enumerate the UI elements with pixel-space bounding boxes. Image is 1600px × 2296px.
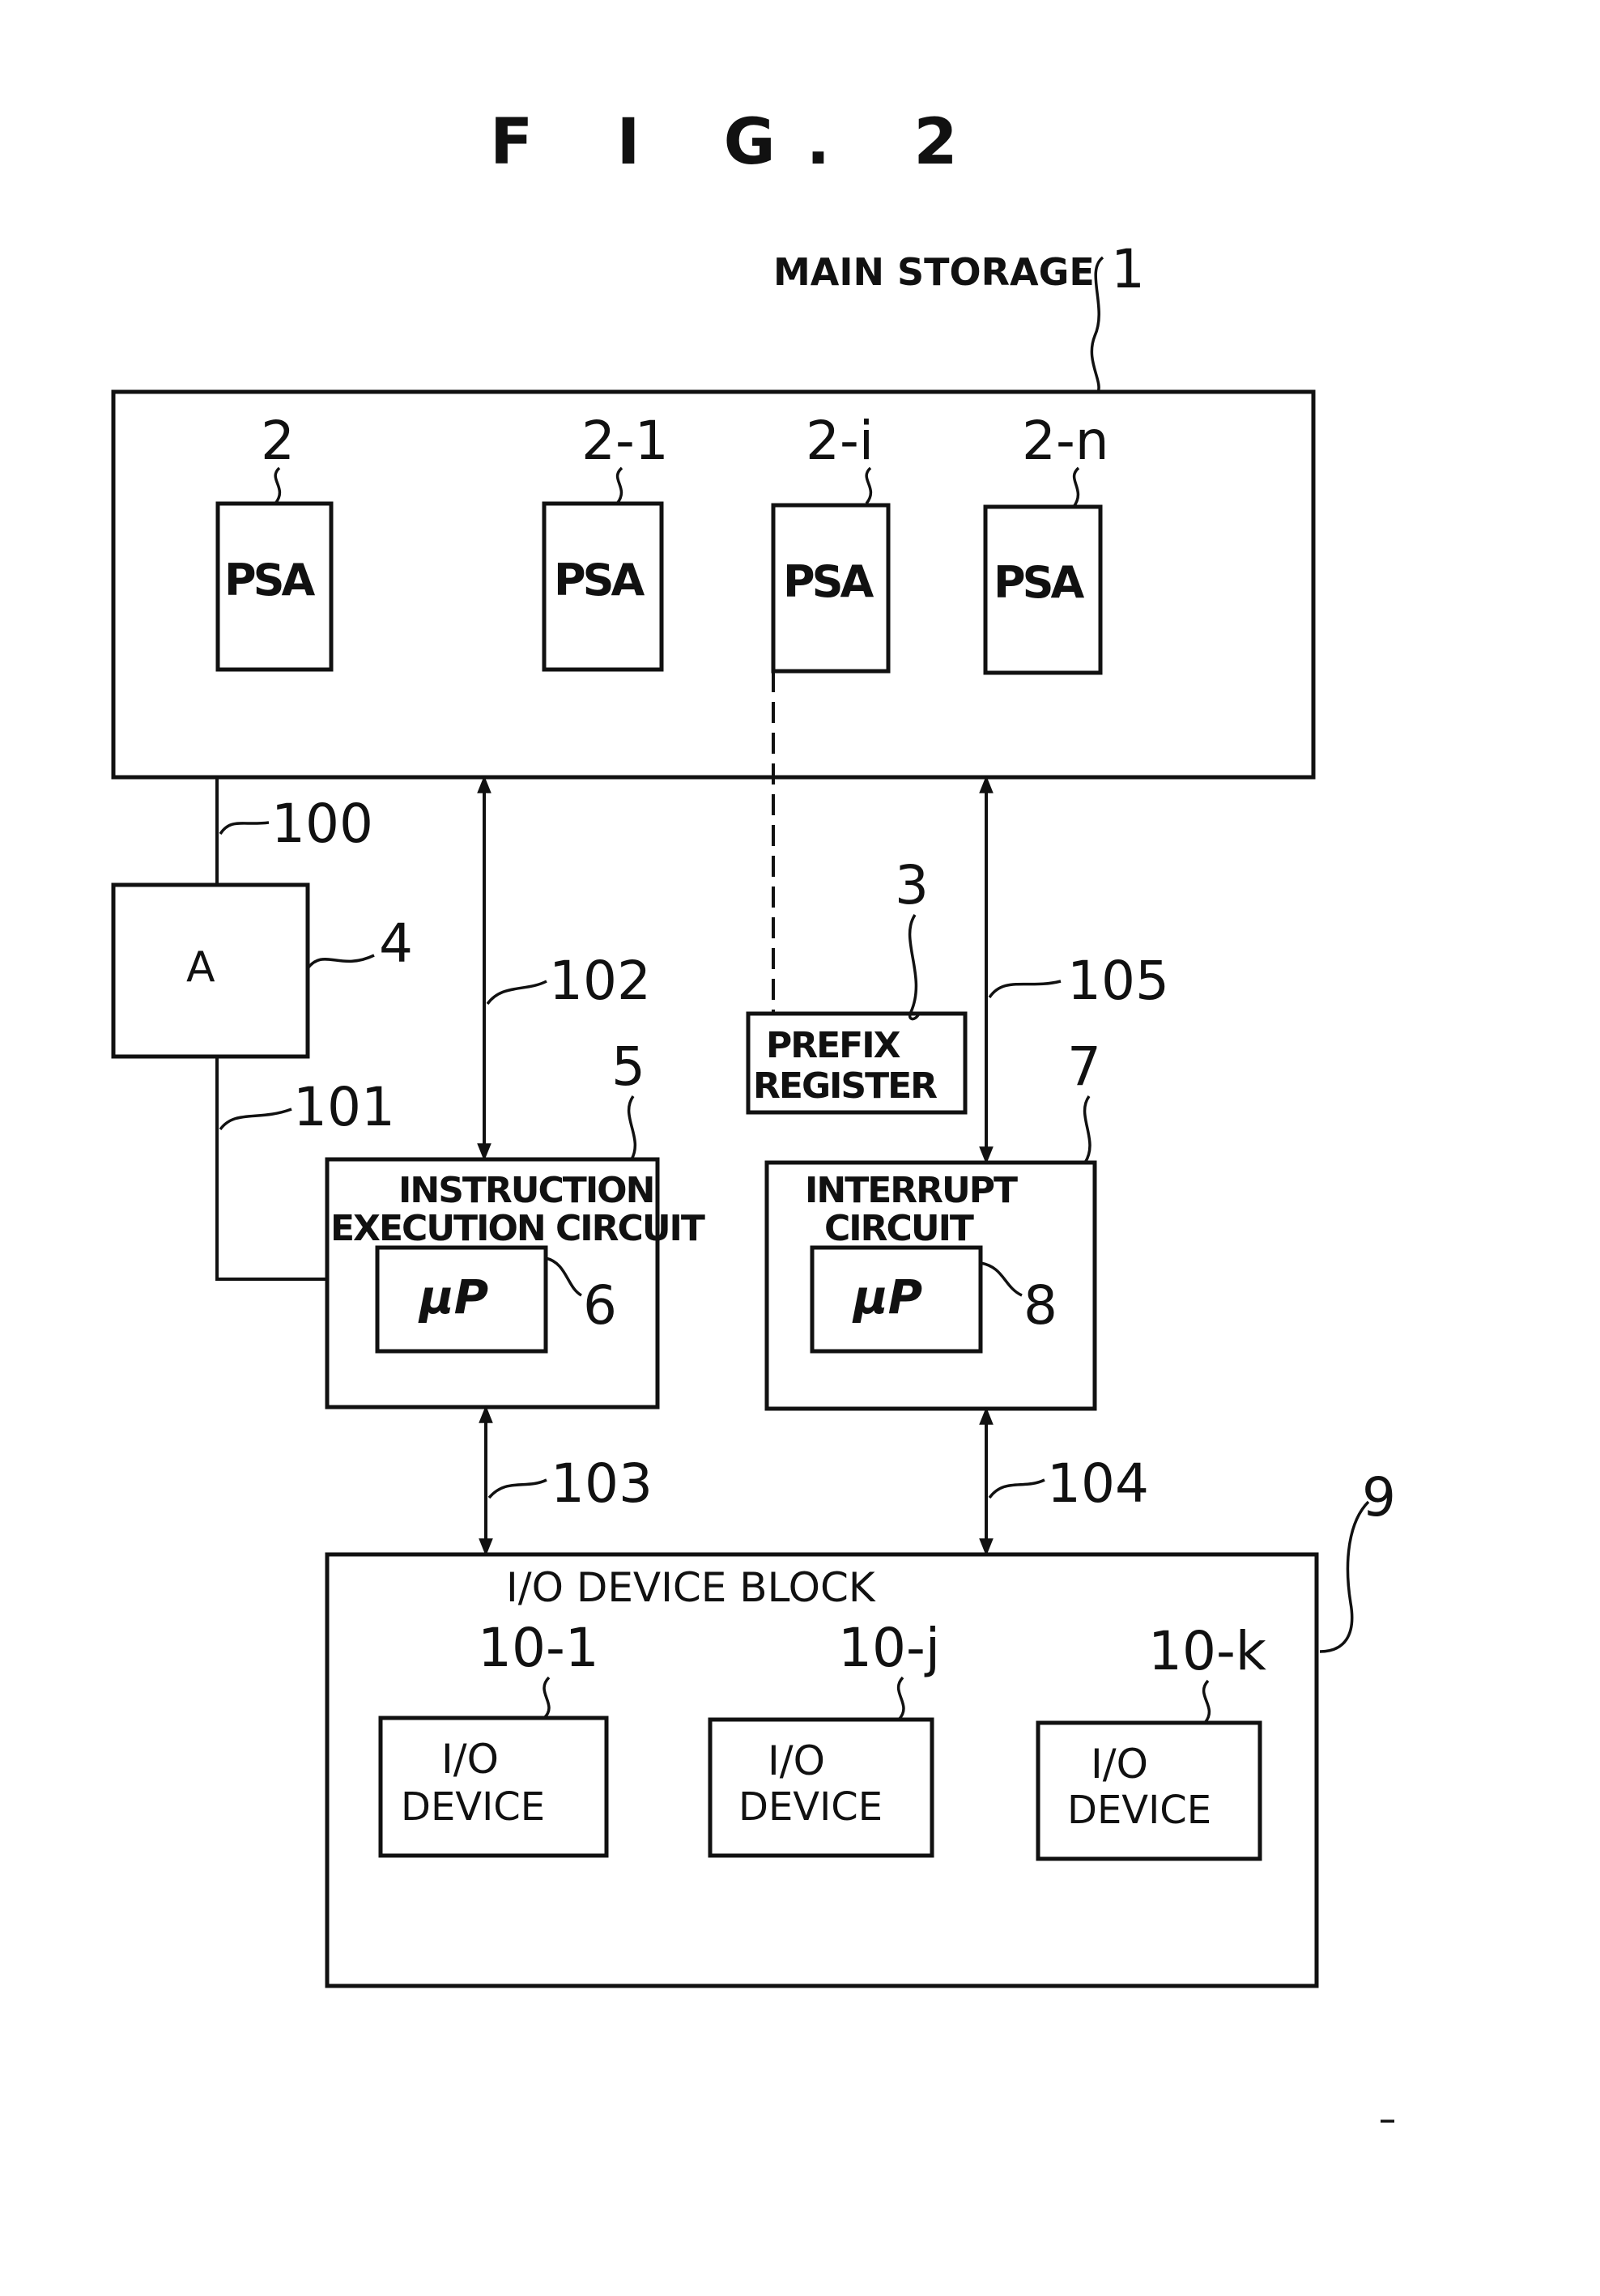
micro-processor-6-leader	[546, 1258, 581, 1295]
prefix-register-ref: 3	[895, 854, 929, 916]
psa-2-1-ref: 2-1	[581, 410, 669, 472]
prefix-register-line2: REGISTER	[753, 1065, 937, 1107]
line-101-label: 101	[293, 1076, 395, 1138]
io-device-10-j-ref: 10-j	[838, 1617, 940, 1679]
io-device-10-k-leader	[1204, 1681, 1210, 1723]
psa-2-label: PSA	[224, 555, 315, 606]
io-device-10-j-leader	[899, 1677, 904, 1720]
micro-processor-6-ref: 6	[583, 1274, 617, 1337]
psa-2-i-label: PSA	[783, 556, 874, 607]
io-device-10-k-ref: 10-k	[1148, 1620, 1267, 1682]
line-102-leader	[487, 981, 547, 1004]
micro-processor-8-ref: 8	[1023, 1274, 1057, 1337]
main-storage-label: MAIN STORAGE	[773, 250, 1095, 294]
psa-2-n-label: PSA	[994, 557, 1084, 608]
line-100-leader	[220, 823, 269, 834]
block-a-ref: 4	[379, 912, 413, 975]
psa-2-n-leader	[1074, 468, 1079, 507]
io-device-10-j-line1: I/O	[768, 1737, 825, 1784]
line-104-label: 104	[1047, 1452, 1149, 1515]
line-103-leader	[489, 1480, 547, 1498]
io-device-10-1-line2: DEVICE	[401, 1784, 545, 1830]
io-device-10-k-line1: I/O	[1091, 1741, 1148, 1788]
instruction-execution-line2: EXECUTION CIRCUIT	[330, 1208, 705, 1249]
line-100-label: 100	[271, 793, 373, 855]
io-block-ref: 9	[1362, 1466, 1396, 1529]
interrupt-line1: INTERRUPT	[805, 1170, 1018, 1211]
psa-2-i-leader	[866, 468, 870, 504]
io-device-10-j-line2: DEVICE	[738, 1784, 883, 1830]
psa-2-1-leader	[617, 468, 622, 504]
io-block-label: I/O DEVICE BLOCK	[506, 1564, 876, 1611]
block-a-label: A	[186, 943, 215, 992]
prefix-register-line1: PREFIX	[766, 1025, 901, 1066]
instruction-execution-leader	[629, 1096, 636, 1159]
interrupt-line2: CIRCUIT	[824, 1208, 974, 1249]
io-block-leader	[1320, 1502, 1368, 1652]
io-device-10-1-ref: 10-1	[478, 1617, 599, 1679]
io-device-10-1-leader	[544, 1677, 549, 1718]
micro-processor-8-leader	[981, 1263, 1022, 1295]
figure-title: F I G. 2	[490, 106, 989, 179]
psa-2-i-ref: 2-i	[806, 410, 874, 472]
io-device-10-k-line2: DEVICE	[1067, 1788, 1211, 1833]
line-102-label: 102	[549, 950, 651, 1012]
line-103-label: 103	[551, 1452, 653, 1515]
psa-2-1-label: PSA	[554, 555, 645, 606]
psa-2-leader	[275, 468, 279, 504]
line-105-leader	[989, 981, 1061, 997]
io-device-10-1-line1: I/O	[441, 1736, 499, 1783]
psa-2-n-ref: 2-n	[1022, 410, 1109, 472]
main-storage-ref: 1	[1111, 238, 1145, 300]
psa-2-ref: 2	[261, 410, 295, 472]
instruction-execution-ref: 5	[611, 1035, 645, 1098]
line-101-leader	[220, 1109, 291, 1129]
micro-processor-6-label: μP	[418, 1269, 488, 1324]
interrupt-leader	[1085, 1096, 1090, 1163]
prefix-register-leader	[910, 915, 919, 1019]
block-a-ref-leader	[308, 955, 374, 968]
line-104-leader	[989, 1480, 1045, 1498]
instruction-execution-line1: INSTRUCTION	[398, 1170, 653, 1211]
micro-processor-8-label: μP	[852, 1269, 922, 1324]
line-105-label: 105	[1067, 950, 1169, 1012]
interrupt-ref: 7	[1067, 1035, 1101, 1098]
